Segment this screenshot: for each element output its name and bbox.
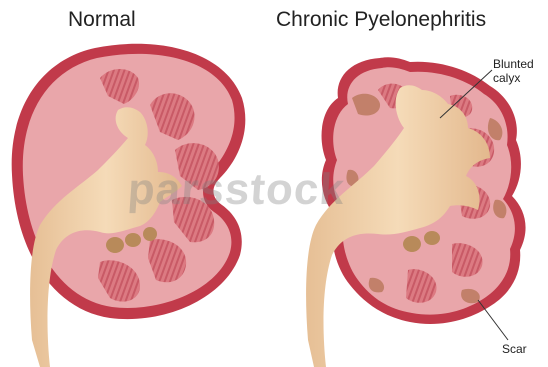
chronic-calyx bbox=[403, 236, 421, 252]
label-blunted-line2: calyx bbox=[493, 71, 534, 85]
label-blunted-line1: Blunted bbox=[493, 57, 534, 71]
normal-calyx bbox=[143, 227, 157, 241]
title-chronic-pyelonephritis: Chronic Pyelonephritis bbox=[276, 8, 486, 32]
label-scar: Scar bbox=[502, 342, 527, 356]
normal-calyx bbox=[106, 237, 124, 253]
normal-calyx bbox=[125, 233, 141, 247]
watermark: parsstock bbox=[126, 165, 346, 215]
title-normal: Normal bbox=[68, 8, 136, 32]
label-blunted-calyx: Blunted calyx bbox=[493, 57, 534, 85]
scar-leader bbox=[478, 300, 508, 340]
chronic-calyx bbox=[424, 231, 440, 245]
